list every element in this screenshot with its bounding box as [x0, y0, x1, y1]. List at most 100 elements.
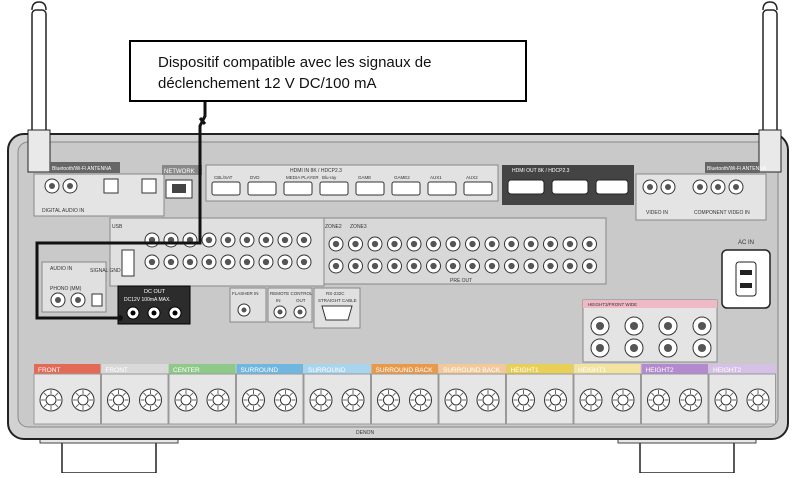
rs232c-label: RS-232C — [326, 291, 345, 296]
hdmi-in-port-label: GAME — [358, 175, 371, 180]
bluetooth-label-left: Bluetooth/Wi-Fi ANTENNA — [52, 166, 112, 172]
speaker-terminal — [659, 339, 677, 357]
speaker-group-label: SURROUND BACK — [376, 367, 434, 374]
pre-out-jack — [407, 259, 421, 273]
pre-out-jack — [368, 259, 382, 273]
speaker-group-label: SURROUND — [308, 367, 346, 374]
speaker-terminal — [625, 339, 643, 357]
pre-out-jack — [349, 259, 363, 273]
pre-out-jack — [544, 259, 558, 273]
callout-line-2: déclenchement 12 V DC/100 mA — [158, 73, 525, 94]
speaker-terminal — [410, 389, 432, 411]
speaker-terminal — [445, 389, 467, 411]
speaker-group: SURROUND — [237, 364, 304, 424]
audio-in-jack — [297, 255, 311, 269]
speaker-group: HEIGHT1 — [507, 364, 574, 424]
pre-out-jack — [349, 237, 363, 251]
phono-label: PHONO (MM) — [50, 286, 82, 292]
dc-out-spec: DC12V 100mA MAX. — [124, 297, 171, 303]
hdmi-in-port-label: MEDIA PLAYER — [286, 175, 319, 180]
pre-out-jack — [329, 259, 343, 273]
audio-in-block: USB — [110, 218, 324, 286]
signal-gnd-label: SIGNAL GND — [90, 268, 121, 274]
hdmi-out-label: HDMI OUT 8K / HDCP2.3 — [512, 168, 570, 174]
pre-out-block: ZONE2 ZONE3 PRE OUT — [324, 218, 606, 284]
audio-in-jack — [297, 233, 311, 247]
zone2-out-label: ZONE2 — [325, 224, 342, 230]
speaker-group-label: SURROUND BACK — [443, 367, 501, 374]
hdmi-in-port-label: AUX2 — [466, 175, 478, 180]
audio-in-jack — [278, 255, 292, 269]
pre-out-jack — [544, 237, 558, 251]
straight-cable-label: STRAIGHT CABLE — [318, 298, 357, 303]
pre-out-jack — [427, 259, 441, 273]
pre-out-jack — [583, 237, 597, 251]
network-label: NETWORK — [164, 169, 195, 175]
audio-in-jack — [259, 233, 273, 247]
video-component-in: VIDEO IN COMPONENT VIDEO IN — [636, 174, 766, 220]
speaker-group-label: FRONT — [106, 367, 128, 374]
speaker-group-label: HEIGHT1 — [578, 367, 607, 374]
pre-out-jack — [446, 259, 460, 273]
pre-out-jack — [505, 259, 519, 273]
speaker-terminal — [747, 389, 769, 411]
speaker-terminal — [175, 389, 197, 411]
speaker-terminal — [477, 389, 499, 411]
pre-out-jack — [407, 237, 421, 251]
speaker-group-label: SURROUND — [241, 367, 279, 374]
speaker-terminal — [612, 389, 634, 411]
hdmi-in-port-label: CBL/SAT — [214, 175, 233, 180]
speaker-terminal — [715, 389, 737, 411]
feet — [40, 436, 756, 473]
audio-in-jack — [202, 233, 216, 247]
audio-in-jack — [240, 255, 254, 269]
brand-label: DENON — [356, 430, 374, 436]
hdmi-in-port-label: GAME2 — [394, 175, 410, 180]
video-in-label: VIDEO IN — [646, 210, 668, 216]
speaker-terminal — [680, 389, 702, 411]
speaker-terminal — [513, 389, 535, 411]
audio-in-jack — [183, 233, 197, 247]
ac-in-label: AC IN — [738, 240, 754, 246]
speaker-terminal — [40, 389, 62, 411]
speaker-terminal — [275, 389, 297, 411]
speaker-group: SURROUND — [304, 364, 371, 424]
speaker-group-label: HEIGHT2 — [646, 367, 675, 374]
speaker-group: CENTER — [169, 364, 236, 424]
pre-out-jack — [329, 237, 343, 251]
speaker-terminal — [659, 317, 677, 335]
hdmi-in-port-label: AUX1 — [430, 175, 442, 180]
callout-line-1: Dispositif compatible avec les signaux d… — [158, 52, 525, 73]
audio-in-jack — [202, 255, 216, 269]
pre-out-jack — [563, 237, 577, 251]
speaker-terminal — [310, 389, 332, 411]
speaker-terminal — [591, 317, 609, 335]
speaker-terminal — [545, 389, 567, 411]
control-block: FLASHER IN REMOTE CONTROL IN OUT RS-232C… — [230, 288, 360, 328]
pre-out-jack — [388, 237, 402, 251]
remote-out-label: OUT — [296, 298, 306, 303]
pre-out-jack — [427, 237, 441, 251]
speaker-terminal — [378, 389, 400, 411]
antenna-left — [28, 2, 50, 172]
speaker-terminal — [648, 389, 670, 411]
speaker-group-label: HEIGHT2 — [713, 367, 742, 374]
hdmi-out-block: HDMI OUT 8K / HDCP2.3 — [502, 165, 634, 205]
pre-out-jack — [505, 237, 519, 251]
bluetooth-label-right: Bluetooth/Wi-Fi ANTENNA — [707, 166, 767, 172]
pre-out-jack — [466, 259, 480, 273]
speaker-group: HEIGHT2 — [642, 364, 709, 424]
height3-label: HEIGHT3/FRONT WIDE — [588, 302, 637, 307]
speaker-terminal — [72, 389, 94, 411]
speaker-terminals: FRONT FRONT CENTER SURROUND SURROUND SURROUND… — [34, 364, 776, 424]
speaker-group-label: CENTER — [173, 367, 200, 374]
dc-out-label: DC OUT — [144, 289, 166, 295]
pre-out-jack — [485, 237, 499, 251]
speaker-group: FRONT — [34, 364, 101, 424]
audio-in-jack — [221, 233, 235, 247]
hdmi-in-port-label: DVD — [250, 175, 260, 180]
audio-in-jack — [259, 255, 273, 269]
speaker-group: FRONT — [102, 364, 169, 424]
